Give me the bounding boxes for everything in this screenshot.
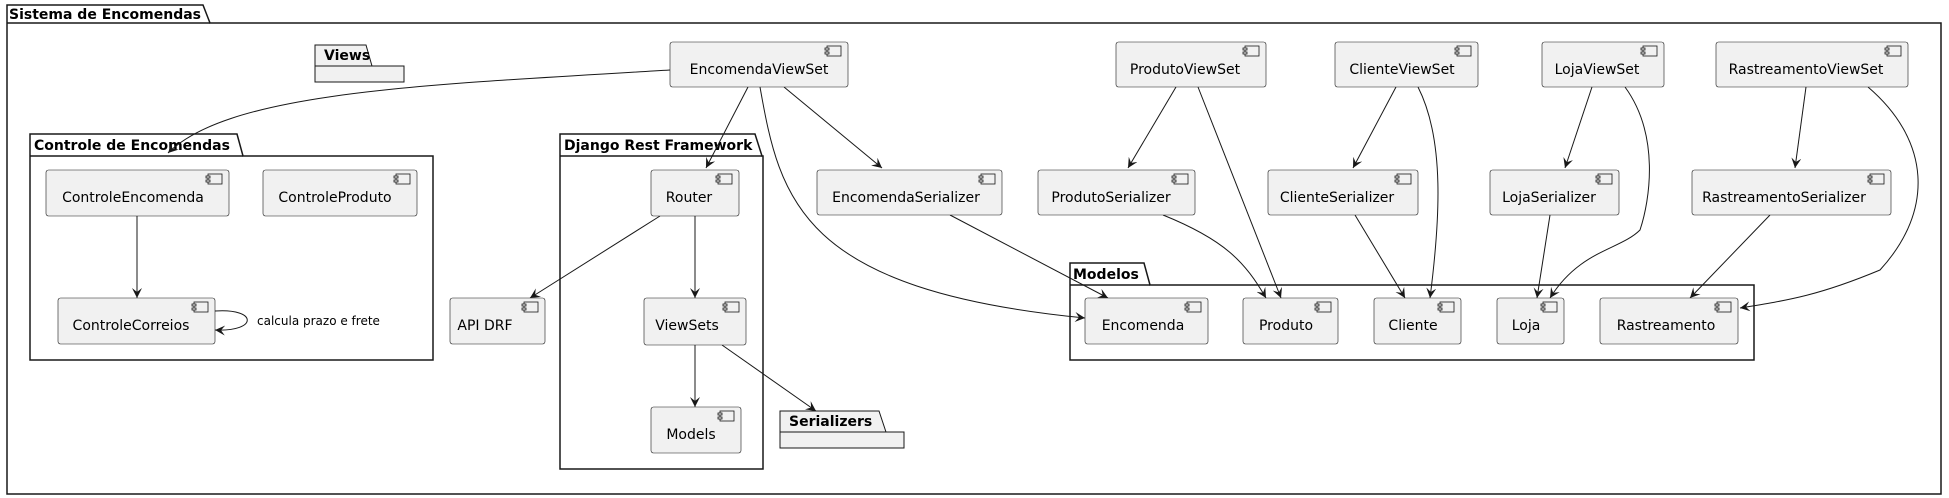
edge-rastreamentoserializer-rastreamento [1689,214,1771,299]
edge-lojaserializer-loja [1533,214,1551,299]
svg-text:Produto: Produto [1259,318,1313,334]
edge-clienteviewset-cliente [1417,86,1439,299]
svg-text:API DRF: API DRF [457,318,512,334]
package-django-rest-framework: Django Rest Framework [559,133,764,470]
component-encomenda-serializer: EncomendaSerializer [816,169,1003,216]
svg-text:RastreamentoSerializer: RastreamentoSerializer [1702,190,1866,206]
component-produto-viewset: ProdutoViewSet [1115,41,1267,88]
svg-text:Cliente: Cliente [1388,318,1437,334]
svg-text:ControleProduto: ControleProduto [278,190,391,206]
svg-text:ViewSets: ViewSets [655,318,719,334]
edge-produtoviewset-produtoserializer [1127,86,1177,169]
svg-text:Encomenda: Encomenda [1102,318,1185,334]
edge-label-calcula-prazo: calcula prazo e frete [257,314,380,328]
svg-text:Router: Router [666,190,713,206]
component-cliente-serializer: ClienteSerializer [1267,169,1419,216]
component-loja-viewset: LojaViewSet [1541,41,1665,88]
edge-viewsets-serializers [721,344,817,412]
package-title-root: Sistema de Encomendas [9,7,201,23]
svg-text:ProdutoViewSet: ProdutoViewSet [1130,62,1241,78]
component-router: Router [650,169,740,217]
component-produto-serializer: ProdutoSerializer [1037,169,1196,216]
component-viewsets: ViewSets [643,297,747,346]
svg-text:ClienteViewSet: ClienteViewSet [1349,62,1455,78]
component-loja-serializer: LojaSerializer [1489,169,1620,216]
component-loja: Loja [1496,297,1565,345]
package-title-drf: Django Rest Framework [564,138,753,154]
component-encomenda: Encomenda [1084,297,1209,345]
edge-encomendaviewset-controleencomenda [167,69,671,154]
edge-lojaviewset-lojaserializer [1563,86,1593,169]
edge-encomendaviewset-router [705,86,749,169]
package-serializers: Serializers [779,410,905,449]
svg-text:ProdutoSerializer: ProdutoSerializer [1051,190,1170,206]
svg-text:EncomendaSerializer: EncomendaSerializer [832,190,980,206]
package-title-modelos: Modelos [1073,267,1139,283]
svg-text:Rastreamento: Rastreamento [1617,318,1716,334]
component-cliente-viewset: ClienteViewSet [1334,41,1479,88]
edge-lojaviewset-loja [1549,86,1650,299]
edge-produtoviewset-produto [1197,86,1282,299]
component-rastreamento: Rastreamento [1599,297,1739,345]
svg-text:Loja: Loja [1512,318,1541,334]
svg-text:ControleCorreios: ControleCorreios [73,318,190,334]
edge-produtoserializer-produto [1162,214,1267,299]
edge-clienteviewset-clienteserializer [1352,86,1397,169]
edge-encomendaserializer-encomenda [949,214,1109,299]
package-modelos: Modelos [1069,262,1755,361]
svg-text:LojaSerializer: LojaSerializer [1502,190,1596,206]
edge-clienteserializer-cliente [1354,214,1406,299]
component-encomenda-viewset: EncomendaViewSet [669,41,849,88]
edge-encomendaviewset-encomendaserializer [783,86,883,169]
component-api-drf: API DRF [449,297,546,345]
component-models: Models [650,406,742,454]
component-controle-encomenda: ControleEncomenda [45,169,230,217]
edges [132,69,1919,412]
edge-rastreamentoviewset-rastreamentoserializer [1791,86,1807,169]
edge-rastreamentoviewset-rastreamento [1739,86,1919,312]
edge-encomendaviewset-encomenda [759,86,1086,322]
edge-router-apidrf [529,215,661,299]
component-cliente: Cliente [1373,297,1462,345]
package-title-controle: Controle de Encomendas [34,138,230,154]
component-produto: Produto [1242,297,1339,345]
component-rastreamento-viewset: RastreamentoViewSet [1715,41,1909,88]
svg-text:ClienteSerializer: ClienteSerializer [1280,190,1395,206]
svg-text:ControleEncomenda: ControleEncomenda [62,190,204,206]
svg-text:RastreamentoViewSet: RastreamentoViewSet [1729,62,1884,78]
package-sistema-de-encomendas: Sistema de Encomendas [6,4,1942,495]
components: EncomendaViewSet ProdutoViewSet ClienteV… [45,41,1909,454]
package-views: Views [314,44,405,83]
component-rastreamento-serializer: RastreamentoSerializer [1691,169,1892,216]
svg-text:LojaViewSet: LojaViewSet [1555,62,1640,78]
edge-controlecorreios-self [214,310,248,336]
component-controle-correios: ControleCorreios [57,297,216,345]
svg-text:Models: Models [666,427,715,443]
component-controle-produto: ControleProduto [262,169,418,217]
package-title-views: Views [324,48,370,64]
svg-text:EncomendaViewSet: EncomendaViewSet [690,62,829,78]
package-title-serializers: Serializers [789,414,872,430]
